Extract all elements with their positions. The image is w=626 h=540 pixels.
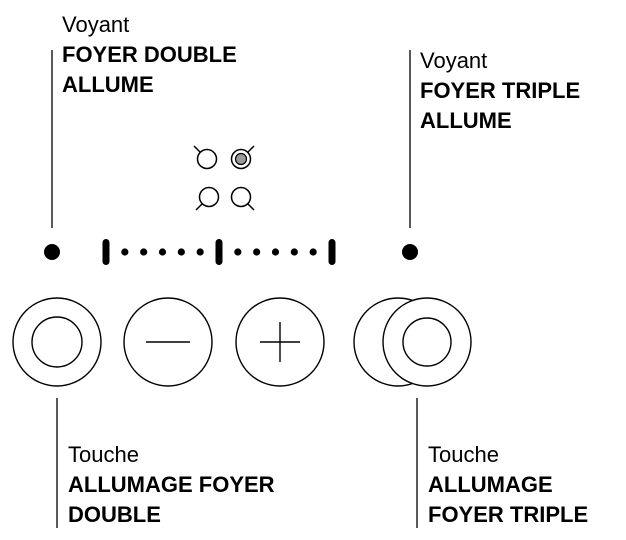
label-key-triple: Touche ALLUMAGE FOYER TRIPLE xyxy=(428,440,588,530)
double-zone-key[interactable] xyxy=(12,297,102,387)
label-key-double: Touche ALLUMAGE FOYER DOUBLE xyxy=(68,440,275,530)
plus-key[interactable] xyxy=(235,297,325,387)
minus-key[interactable] xyxy=(123,297,213,387)
label-indicator-double-title: Voyant xyxy=(62,12,130,37)
scale-max-bar xyxy=(328,239,336,265)
scale-dot xyxy=(309,248,317,256)
zone-icons xyxy=(193,145,255,211)
label-key-double-line2: DOUBLE xyxy=(68,502,161,527)
zone-top-left-icon xyxy=(193,145,218,170)
indicator-double-dot xyxy=(44,244,60,260)
label-key-triple-line2: FOYER TRIPLE xyxy=(428,502,589,527)
zone-bottom-right-icon xyxy=(230,186,255,211)
power-level-scale xyxy=(102,239,336,265)
scale-min-bar xyxy=(102,239,110,265)
scale-dot xyxy=(177,248,185,256)
label-key-double-line1: ALLUMAGE FOYER xyxy=(68,472,275,497)
label-indicator-double-line2: ALLUME xyxy=(62,72,154,97)
label-indicator-triple-line1: FOYER TRIPLE xyxy=(420,78,581,103)
scale-mid-bar xyxy=(215,239,223,265)
label-indicator-double: Voyant FOYER DOUBLE ALLUME xyxy=(62,10,237,100)
scale-dot xyxy=(290,248,298,256)
label-key-double-title: Touche xyxy=(68,442,139,467)
scale-dot xyxy=(158,248,167,256)
scale-dot xyxy=(140,248,148,256)
scale-dot xyxy=(234,248,242,256)
label-indicator-double-line1: FOYER DOUBLE xyxy=(62,42,237,67)
triple-zone-key[interactable] xyxy=(353,297,472,387)
label-indicator-triple: Voyant FOYER TRIPLE ALLUME xyxy=(420,46,580,136)
zone-bottom-left-icon xyxy=(195,186,220,211)
scale-dot xyxy=(253,248,261,256)
indicator-triple-dot xyxy=(402,244,418,260)
scale-dot xyxy=(121,248,129,256)
scale-dot xyxy=(196,248,204,256)
zone-top-right-icon xyxy=(230,145,255,170)
plus-icon xyxy=(260,322,300,362)
label-indicator-triple-title: Voyant xyxy=(420,48,488,73)
label-indicator-triple-line2: ALLUME xyxy=(420,108,512,133)
scale-dot xyxy=(271,248,280,256)
label-key-triple-title: Touche xyxy=(428,442,499,467)
label-key-triple-line1: ALLUMAGE xyxy=(428,472,553,497)
